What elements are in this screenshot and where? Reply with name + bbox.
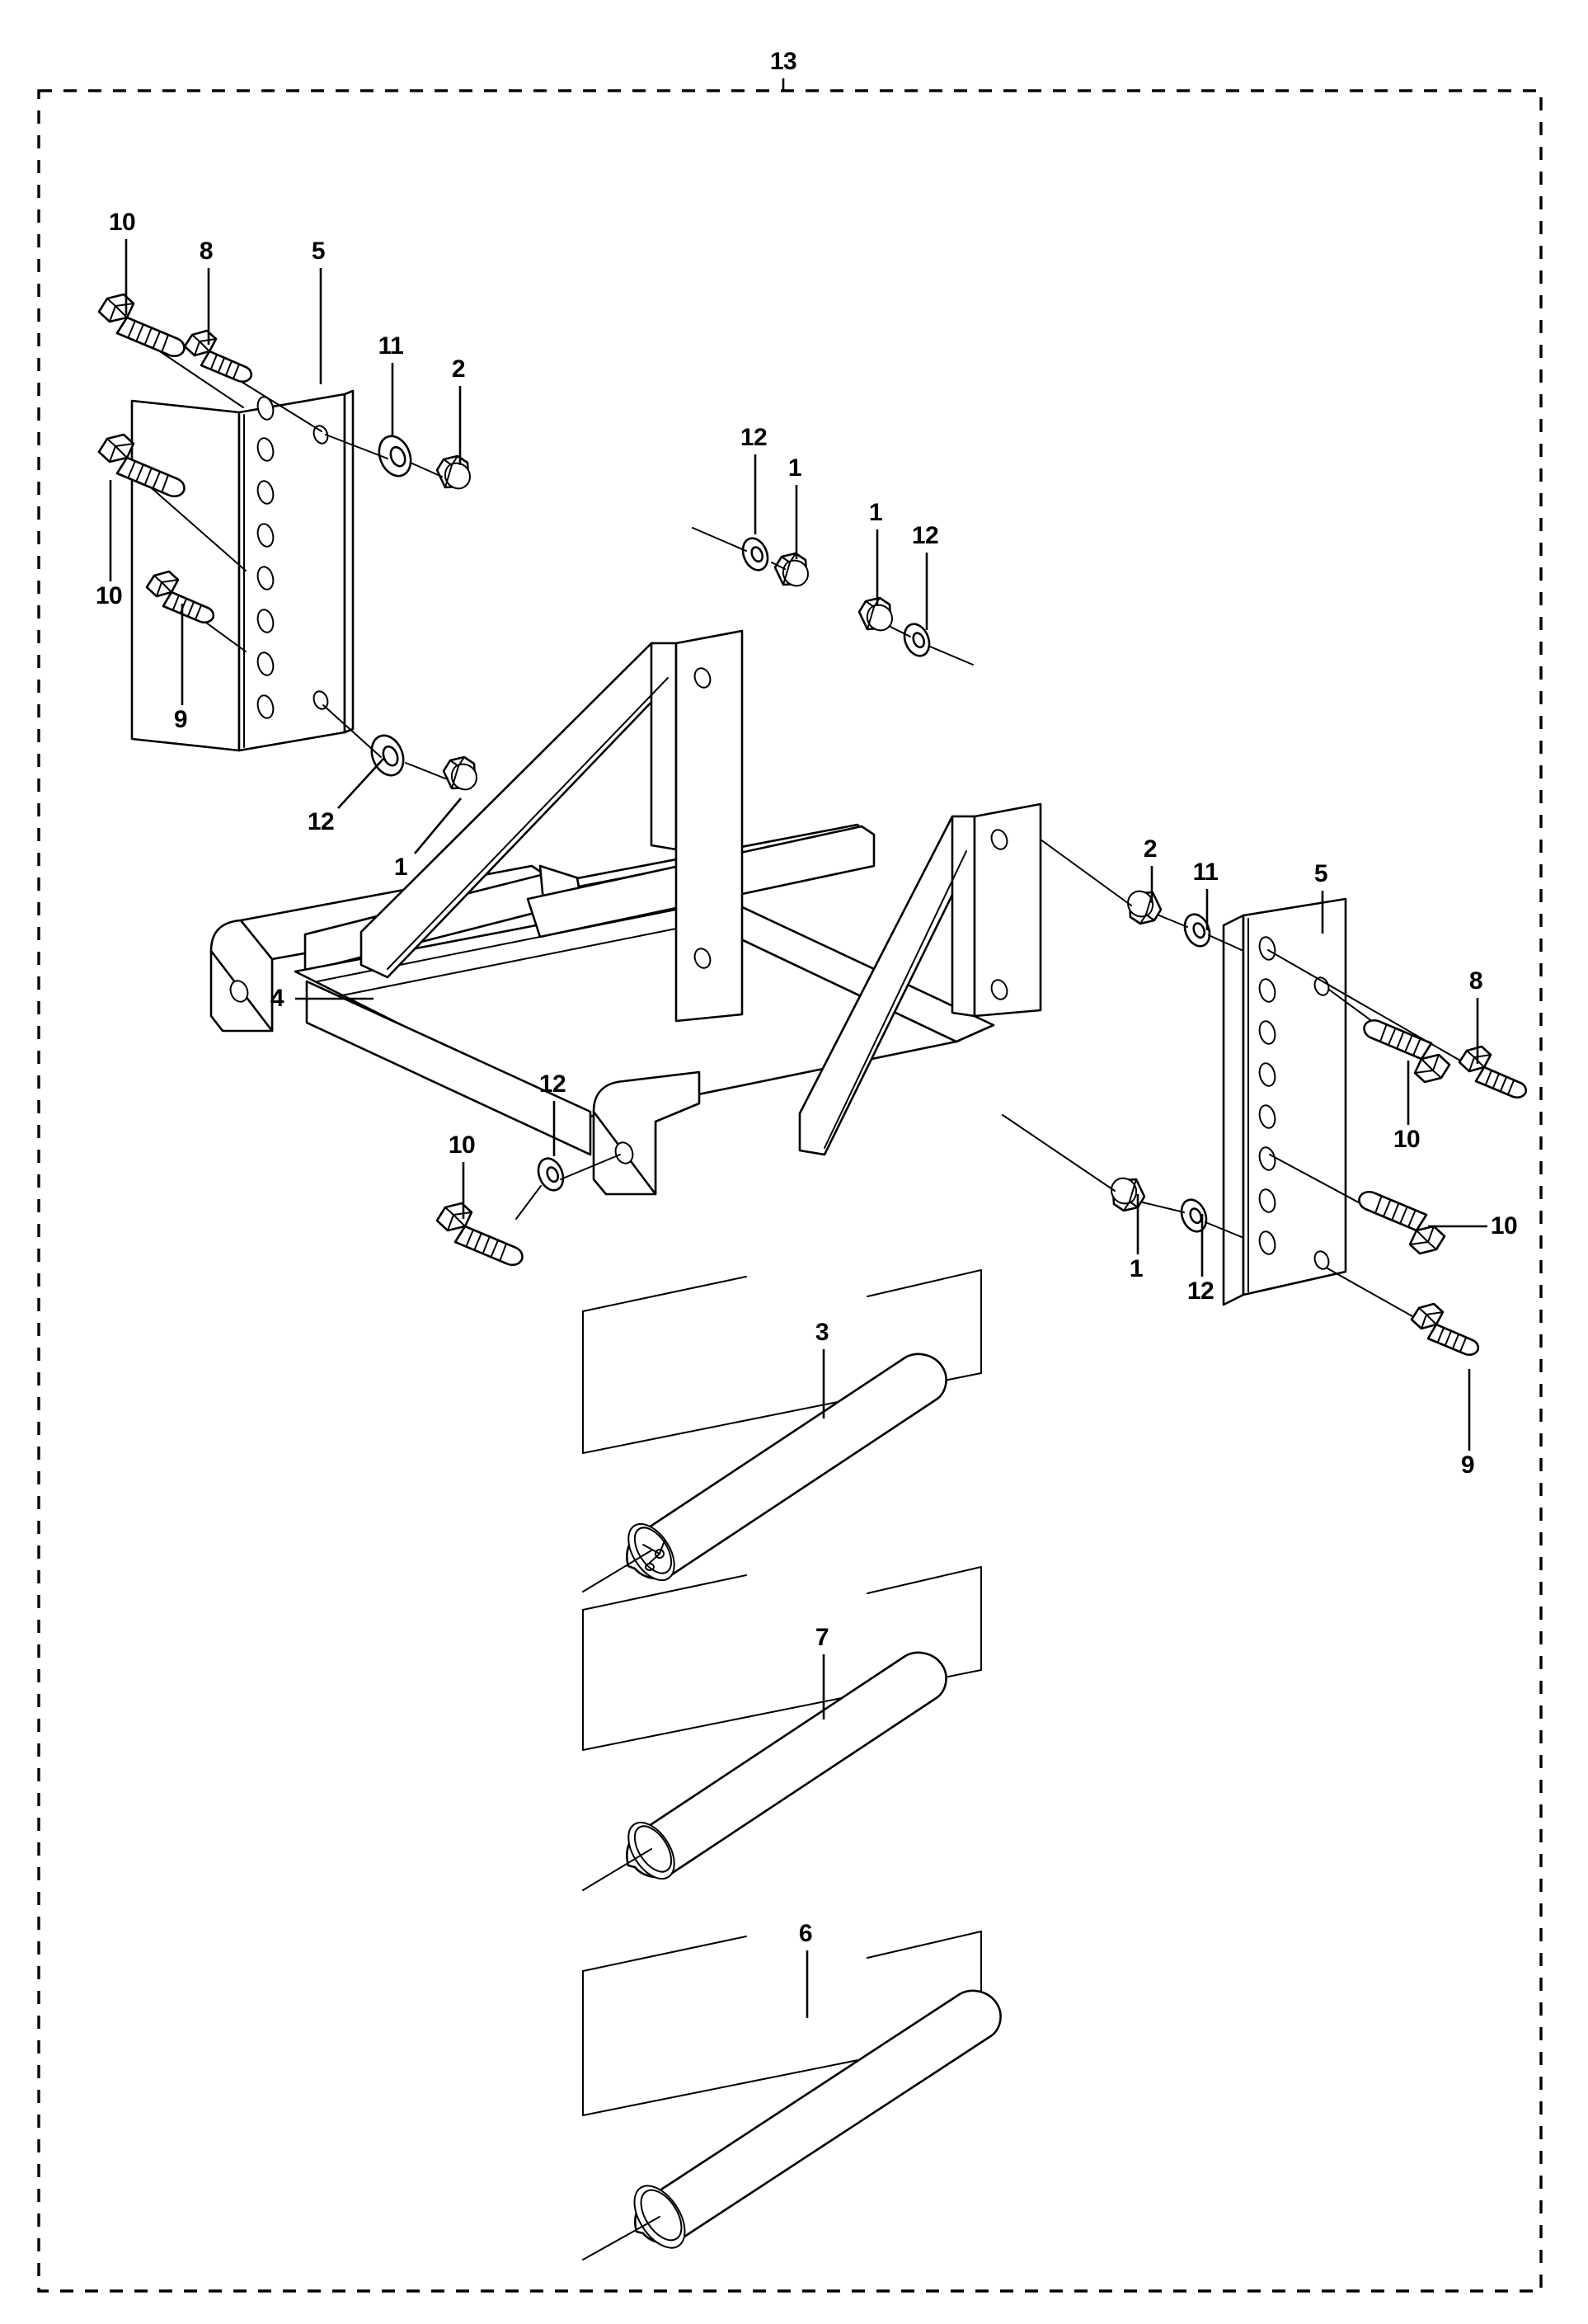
callout-number-8-bolt-short[interactable]: 8 xyxy=(1468,967,1483,995)
callout-number-10-bolt-long[interactable]: 10 xyxy=(1393,1126,1421,1153)
callout-number-12-washer[interactable]: 12 xyxy=(1186,1277,1214,1305)
washer-11-right xyxy=(1179,909,1215,952)
left-inner-plate xyxy=(674,629,744,1023)
nut-1-right xyxy=(1110,1177,1146,1212)
callout-number-12-washer[interactable]: 12 xyxy=(911,522,939,549)
callout-leader-lines xyxy=(109,78,1487,2018)
callout-number-11-washer[interactable]: 11 xyxy=(1192,859,1219,886)
callout-number-5-mounting-plate-perforated[interactable]: 5 xyxy=(1313,860,1328,887)
left-gusset-web xyxy=(359,642,678,979)
bolt-8-upper-left xyxy=(183,329,322,432)
callout-number-1-nut[interactable]: 1 xyxy=(393,854,408,881)
callout-number-10-bolt-long[interactable]: 10 xyxy=(448,1131,476,1159)
callout-number-9-bolt-medium[interactable]: 9 xyxy=(173,706,188,733)
right-inner-plate xyxy=(973,802,1042,1018)
callout-number-3-roller-tube-short-capped[interactable]: 3 xyxy=(815,1319,829,1346)
callout-number-1-nut[interactable]: 1 xyxy=(1129,1255,1144,1282)
callout-number-10-bolt-long[interactable]: 10 xyxy=(1490,1212,1518,1240)
left-mounting-plate xyxy=(130,389,355,752)
roller-6-group xyxy=(582,1931,1002,2260)
callout-number-1-nut[interactable]: 1 xyxy=(868,499,883,526)
washer-12-center-left xyxy=(737,533,773,576)
bolt-10-upper-right xyxy=(1328,989,1451,1084)
bolt-10-upper-left xyxy=(97,293,244,408)
callout-number-8-bolt-short[interactable]: 8 xyxy=(199,238,214,265)
bolt-10-lower-left xyxy=(97,433,247,572)
callout-number-5-mounting-plate-perforated[interactable]: 5 xyxy=(311,238,326,265)
nut-1-center-left xyxy=(773,552,810,587)
nut-2-right xyxy=(1126,890,1163,925)
washer-12-left xyxy=(364,729,411,782)
leader-line-1 xyxy=(414,797,462,854)
callout-number-7-roller-tube-medium[interactable]: 7 xyxy=(815,1624,829,1651)
callout-number-2-nut[interactable]: 2 xyxy=(1143,835,1158,863)
nut-1-left xyxy=(442,755,478,791)
callout-number-9-bolt-medium[interactable]: 9 xyxy=(1460,1451,1475,1479)
callout-number-12-washer[interactable]: 12 xyxy=(538,1070,566,1098)
roller-3-group xyxy=(582,1269,982,1592)
leader-line-12 xyxy=(337,758,384,809)
callout-number-10-bolt-long[interactable]: 10 xyxy=(108,209,136,236)
callout-number-11-washer[interactable]: 11 xyxy=(378,332,404,360)
nut-2-left xyxy=(435,454,472,490)
assembly-boundary xyxy=(37,89,1543,2293)
washer-12-right xyxy=(1176,1194,1212,1237)
bolt-8-right xyxy=(1267,949,1528,1099)
callout-number-12-washer[interactable]: 12 xyxy=(307,808,335,835)
callout-number-4-frame-base[interactable]: 4 xyxy=(270,985,284,1012)
bolt-9-right xyxy=(1327,1268,1480,1357)
callout-number-6-roller-tube-long[interactable]: 6 xyxy=(798,1920,813,1947)
right-gusset-web xyxy=(798,815,976,1156)
roller-7-group xyxy=(582,1566,982,1891)
callout-number-13-complete-assembly[interactable]: 13 xyxy=(769,48,797,75)
bolt-9-left xyxy=(145,570,247,652)
callout-number-12-washer[interactable]: 12 xyxy=(740,424,768,451)
right-mounting-plate xyxy=(1222,897,1347,1306)
callout-number-10-bolt-long[interactable]: 10 xyxy=(95,582,123,609)
bolt-10-lower-right xyxy=(1269,1154,1446,1255)
callout-number-2-nut[interactable]: 2 xyxy=(451,355,466,383)
nut-1-center-right xyxy=(857,596,894,632)
bolt-10-front-bracket xyxy=(435,1154,621,1267)
callout-number-1-nut[interactable]: 1 xyxy=(787,454,802,482)
washer-12-center-right xyxy=(899,619,935,661)
